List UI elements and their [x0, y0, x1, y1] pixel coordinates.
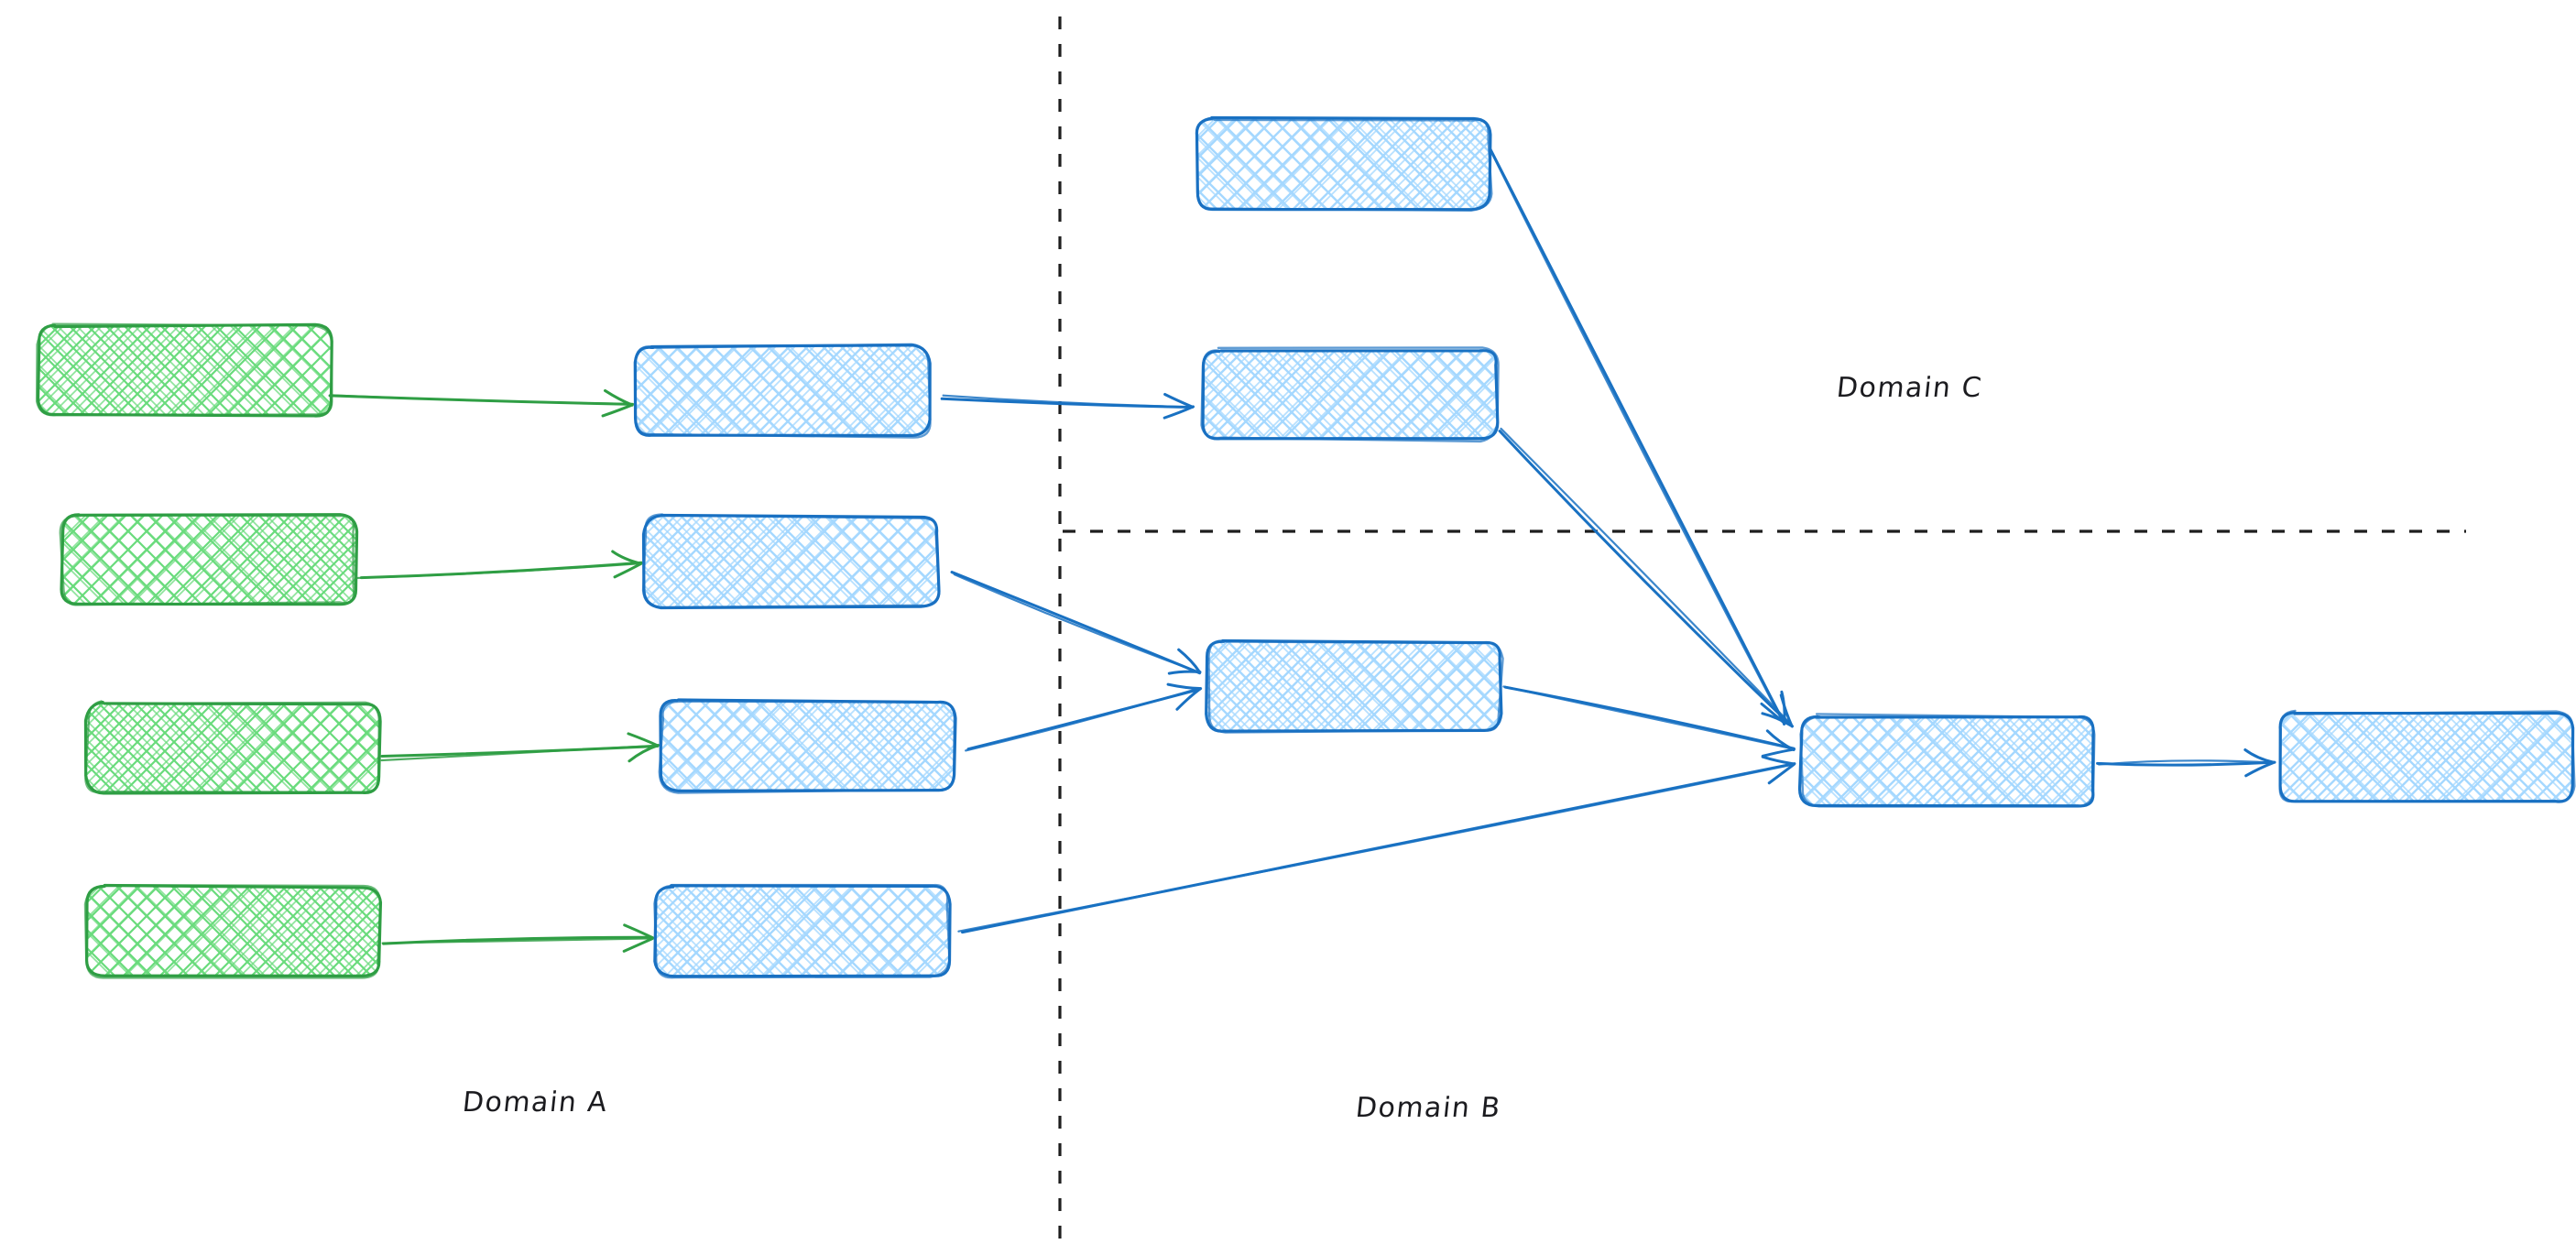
edge-a1-to-b1	[328, 388, 635, 418]
edge-b3-to-c3	[965, 682, 1203, 752]
label-domain-a: Domain A	[461, 1086, 610, 1119]
node-b3[interactable]	[658, 698, 957, 794]
edge-a3-to-b3	[380, 732, 660, 763]
edge-layer	[328, 147, 2276, 953]
edge-a4-to-b4	[381, 923, 655, 953]
node-d2[interactable]	[2278, 709, 2576, 803]
edge-b2-to-c3	[950, 571, 1202, 675]
edge-c1-to-d1	[1489, 147, 1786, 726]
edge-b1-to-c2	[940, 393, 1195, 420]
label-domain-b: Domain B	[1354, 1092, 1503, 1124]
node-a4[interactable]	[83, 883, 383, 979]
node-b1[interactable]	[633, 343, 932, 439]
node-d1[interactable]	[1797, 713, 2096, 808]
node-a1[interactable]	[35, 322, 333, 418]
node-a3[interactable]	[83, 700, 382, 795]
node-b4[interactable]	[653, 883, 952, 979]
node-b2[interactable]	[641, 513, 941, 610]
edge-a2-to-b2	[355, 550, 643, 580]
node-a2[interactable]	[59, 513, 359, 606]
node-layer	[35, 115, 2576, 979]
label-domain-c: Domain C	[1835, 372, 1984, 404]
node-c3[interactable]	[1205, 638, 1504, 734]
edge-d1-to-d2	[2096, 748, 2276, 778]
divider-layer	[1058, 16, 2466, 1239]
edge-c3-to-d1	[1502, 685, 1796, 758]
node-c1[interactable]	[1195, 115, 1493, 213]
node-c2[interactable]	[1200, 346, 1500, 443]
edge-b4-to-d1	[957, 755, 1796, 934]
edge-c2-to-d1	[1498, 427, 1794, 728]
